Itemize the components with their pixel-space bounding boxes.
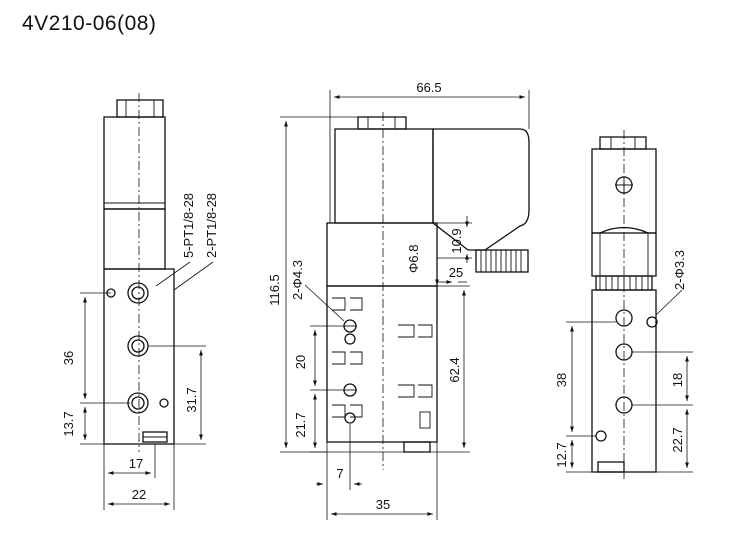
dim-7: 7 xyxy=(336,466,343,481)
drawing-title: 4V210-06(08) xyxy=(22,12,157,35)
dim-66-5: 66.5 xyxy=(416,80,441,95)
dim-25: 25 xyxy=(449,265,463,280)
dim-62-4: 62.4 xyxy=(447,357,462,382)
dim-2phi3-3: 2-Φ3.3 xyxy=(672,250,687,290)
dim-21-7: 21.7 xyxy=(293,412,308,437)
coil-housing xyxy=(334,128,434,224)
port5-label: 5-PT1/8-28 xyxy=(181,193,196,258)
port2-label: 2-PT1/8-28 xyxy=(204,193,219,258)
left-view: 5-PT1/8-28 2-PT1/8-28 36 13.7 31.7 17 22 xyxy=(61,93,219,510)
connector-dome xyxy=(591,226,657,277)
connector-box xyxy=(432,128,530,251)
front-view: 66.5 116.5 2-Φ4.3 20 21.7 10.9 Φ6.8 25 xyxy=(267,80,530,520)
mount-hole xyxy=(159,398,169,408)
knurled-nut xyxy=(475,249,529,273)
dim-36: 36 xyxy=(61,351,76,365)
top-nut xyxy=(116,99,164,118)
dim-20: 20 xyxy=(293,355,308,369)
port-circle xyxy=(127,392,149,414)
port-circle xyxy=(615,309,633,327)
dim-12-7: 12.7 xyxy=(554,442,569,467)
dim-13-7: 13.7 xyxy=(61,411,76,436)
dim-116-5: 116.5 xyxy=(267,274,282,306)
dim-35: 35 xyxy=(376,497,390,512)
dim-22: 22 xyxy=(132,487,146,502)
coil-housing xyxy=(103,116,166,210)
side-view: 2-Φ3.3 38 12.7 18 22.7 xyxy=(554,130,693,480)
dim-22-7: 22.7 xyxy=(670,427,685,452)
valve-body xyxy=(326,285,438,443)
dim-17: 17 xyxy=(129,456,143,471)
dim-31-7: 31.7 xyxy=(184,387,199,412)
dim-phi6-8: Φ6.8 xyxy=(406,245,421,273)
dim-10-9: 10.9 xyxy=(449,228,464,253)
port-circle xyxy=(127,282,149,304)
dim-18: 18 xyxy=(670,373,685,387)
mount-hole xyxy=(646,316,658,328)
dim-2phi4-3: 2-Φ4.3 xyxy=(290,260,305,300)
valve-body-upper xyxy=(103,208,166,270)
dim-38: 38 xyxy=(554,373,569,387)
mount-hole xyxy=(595,430,607,442)
port-circle xyxy=(127,335,149,357)
